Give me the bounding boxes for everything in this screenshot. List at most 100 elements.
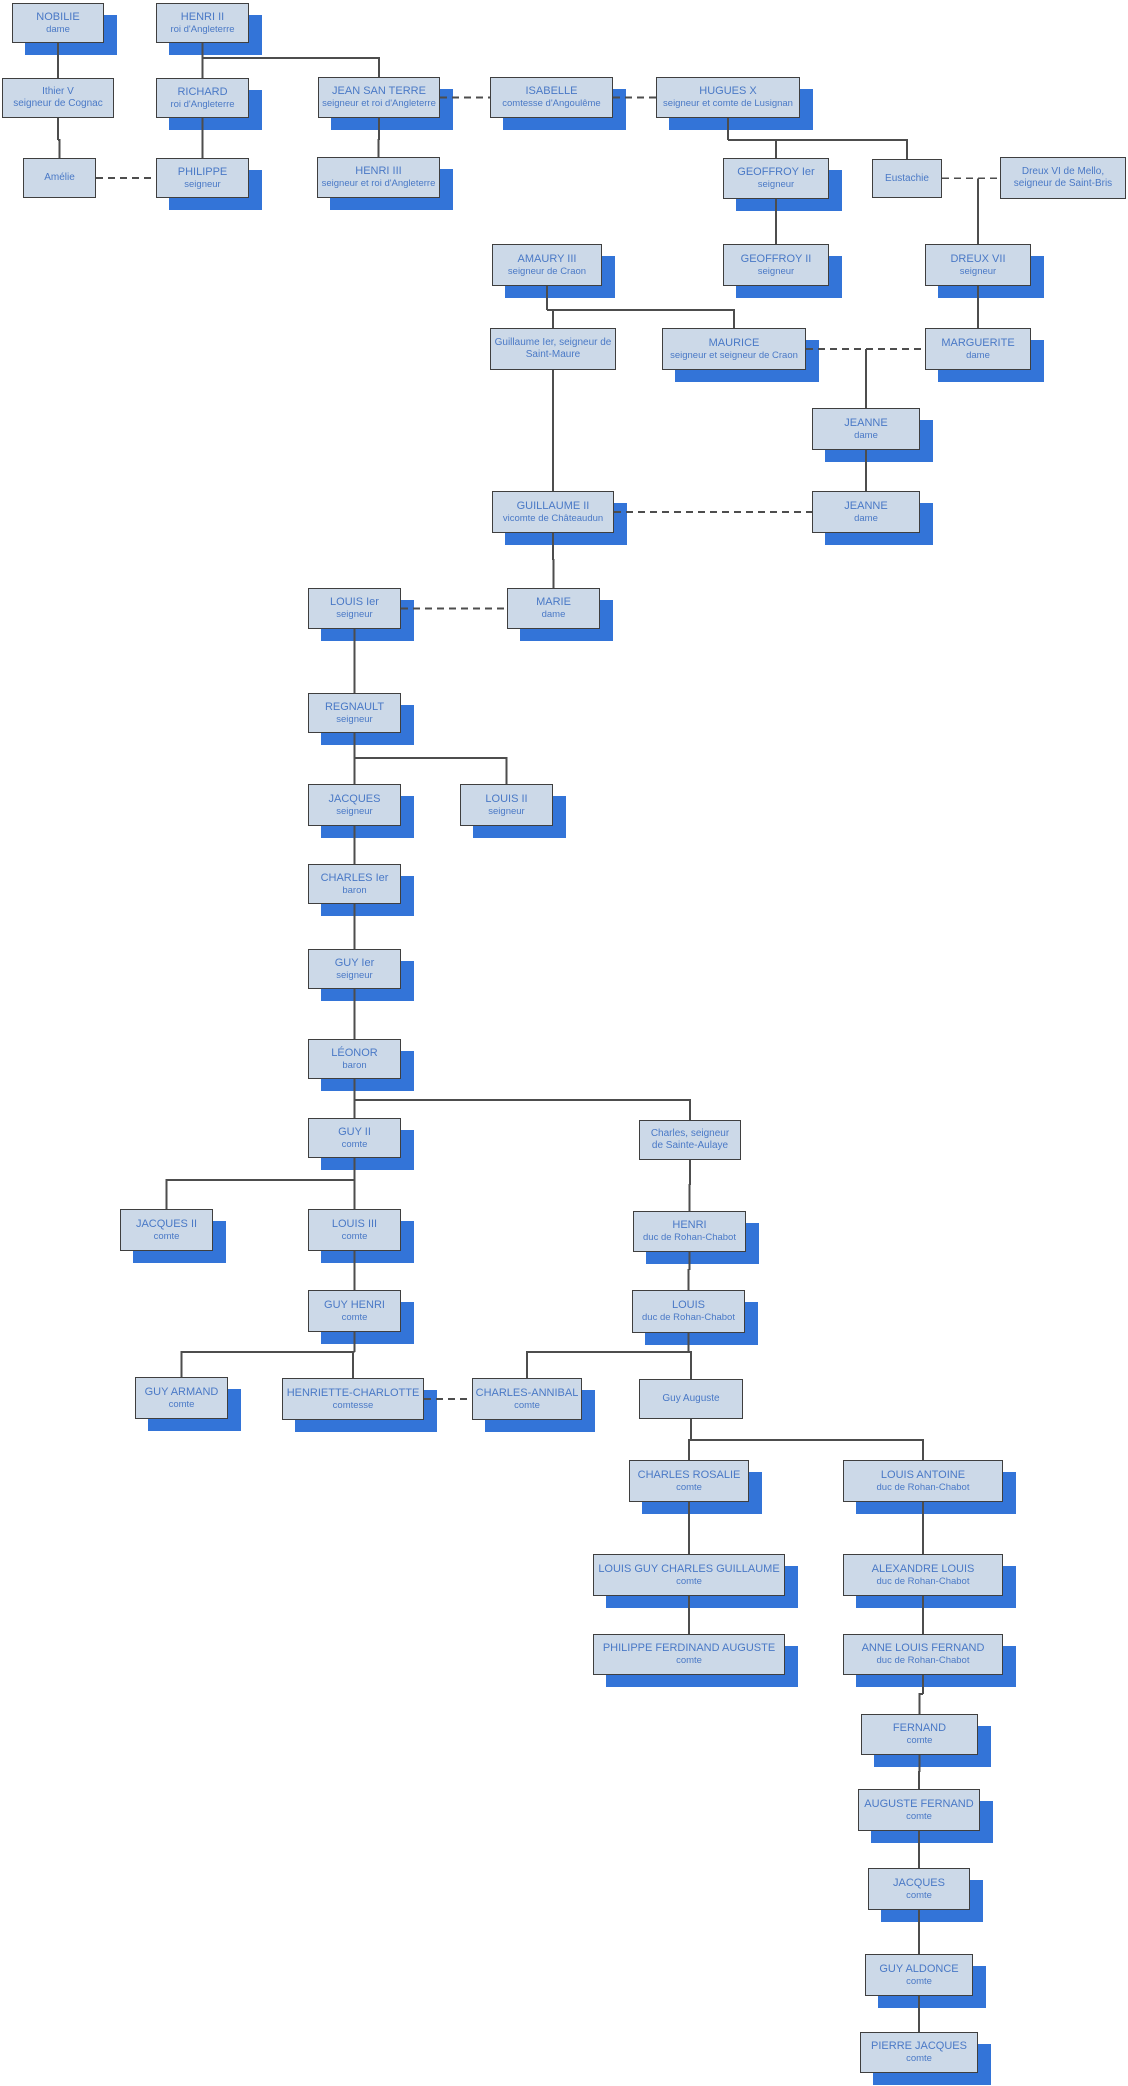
person-guillaume-ier[interactable]: Guillaume Ier, seigneur de Saint-Maure bbox=[490, 328, 616, 370]
person-henri-iii[interactable]: HENRI III seigneur et roi d'Angleterre bbox=[317, 157, 440, 198]
person-name: JACQUES II bbox=[135, 1217, 198, 1230]
person-title: comte bbox=[906, 1810, 932, 1822]
parent-child-connector bbox=[688, 1419, 924, 1460]
person-guillaume-ii[interactable]: GUILLAUME II vicomte de Châteaudun bbox=[492, 491, 614, 533]
person-anne-louis-fernand[interactable]: ANNE LOUIS FERNAND duc de Rohan-Chabot bbox=[843, 1634, 1003, 1675]
person-title: seigneur et roi d'Angleterre bbox=[322, 98, 436, 109]
person-isabelle[interactable]: ISABELLE comtesse d'Angoulême bbox=[490, 77, 613, 118]
person-henri-ii[interactable]: HENRI II roi d'Angleterre bbox=[156, 3, 249, 43]
person-amelie[interactable]: Amélie bbox=[23, 158, 96, 198]
person-jacques-ii[interactable]: JACQUES II comte bbox=[120, 1209, 213, 1251]
person-auguste-fernand[interactable]: AUGUSTE FERNAND comte bbox=[858, 1789, 980, 1831]
person-pierre-jacques[interactable]: PIERRE JACQUES comte bbox=[860, 2032, 978, 2073]
person-henriette-charlotte[interactable]: HENRIETTE-CHARLOTTE comtesse bbox=[282, 1378, 424, 1420]
person-louis-iii[interactable]: LOUIS III comte bbox=[308, 1209, 401, 1251]
person-fernand[interactable]: FERNAND comte bbox=[861, 1714, 978, 1755]
person-charles-sainte-aulaye[interactable]: Charles, seigneur de Sainte-Aulaye bbox=[639, 1120, 741, 1160]
person-title: seigneur bbox=[488, 805, 525, 817]
person-hugues-x[interactable]: HUGUES X seigneur et comte de Lusignan bbox=[656, 77, 800, 118]
person-nobilie[interactable]: NOBILIE dame bbox=[12, 3, 104, 43]
person-guy-ier[interactable]: GUY Ier seigneur bbox=[308, 949, 401, 989]
person-guy-aldonce[interactable]: GUY ALDONCE comte bbox=[865, 1954, 973, 1996]
person-louis-ier[interactable]: LOUIS Ier seigneur bbox=[308, 588, 401, 629]
person-name: LOUIS II bbox=[485, 792, 528, 805]
person-name: DREUX VII bbox=[950, 252, 1006, 265]
person-name: FERNAND bbox=[892, 1722, 947, 1734]
parent-child-connector bbox=[201, 43, 380, 78]
person-marguerite[interactable]: MARGUERITE dame bbox=[925, 328, 1031, 370]
person-philippe-ferdinand-auguste[interactable]: PHILIPPE FERDINAND AUGUSTE comte bbox=[593, 1634, 785, 1675]
person-henri-rc[interactable]: HENRI duc de Rohan-Chabot bbox=[633, 1211, 746, 1252]
person-name: Amélie bbox=[44, 172, 75, 183]
person-marie[interactable]: MARIE dame bbox=[507, 588, 600, 629]
person-guy-auguste[interactable]: Guy Auguste bbox=[639, 1379, 743, 1419]
person-title: dame bbox=[541, 609, 566, 620]
person-regnault[interactable]: REGNAULT seigneur bbox=[308, 693, 401, 733]
parent-child-connector bbox=[57, 118, 61, 158]
person-geoffroy-ii[interactable]: GEOFFROY II seigneur bbox=[723, 244, 829, 286]
person-title: comte bbox=[906, 1975, 932, 1987]
person-title: duc de Rohan-Chabot bbox=[643, 1232, 736, 1243]
person-title: duc de Rohan-Chabot bbox=[642, 1312, 735, 1323]
person-title: comte bbox=[341, 1311, 368, 1323]
parent-child-connector bbox=[353, 1079, 691, 1120]
person-title: comte bbox=[906, 1889, 932, 1901]
person-louis-guy-charles-guillaume[interactable]: LOUIS GUY CHARLES GUILLAUME comte bbox=[593, 1554, 785, 1596]
person-alexandre-louis[interactable]: ALEXANDRE LOUIS duc de Rohan-Chabot bbox=[843, 1554, 1003, 1596]
person-richard[interactable]: RICHARD roi d'Angleterre bbox=[156, 78, 249, 118]
person-name: GUY ARMAND bbox=[144, 1385, 219, 1398]
person-amaury-iii[interactable]: AMAURY III seigneur de Craon bbox=[492, 244, 602, 286]
person-charles-rosalie[interactable]: CHARLES ROSALIE comte bbox=[629, 1460, 749, 1502]
person-name: HENRIETTE-CHARLOTTE bbox=[286, 1386, 420, 1399]
person-dreux-vi[interactable]: Dreux VI de Mello, seigneur de Saint-Bri… bbox=[1000, 157, 1126, 199]
person-title: comte bbox=[341, 1138, 368, 1150]
person-name: Dreux VI de Mello, bbox=[1021, 166, 1105, 177]
person-name: JACQUES bbox=[328, 792, 381, 805]
person-louis-antoine[interactable]: LOUIS ANTOINE duc de Rohan-Chabot bbox=[843, 1460, 1003, 1502]
person-jeanne-1[interactable]: JEANNE dame bbox=[812, 408, 920, 450]
person-title: dame bbox=[854, 429, 878, 441]
person-geoffroy-ier[interactable]: GEOFFROY Ier seigneur bbox=[723, 158, 829, 199]
person-title: baron bbox=[342, 884, 367, 896]
person-title: comtesse bbox=[332, 1399, 374, 1411]
person-charles-ier[interactable]: CHARLES Ier baron bbox=[308, 864, 401, 904]
person-name: NOBILIE bbox=[36, 10, 80, 23]
person-leonor[interactable]: LÉONOR baron bbox=[308, 1039, 401, 1079]
person-philippe[interactable]: PHILIPPE seigneur bbox=[156, 158, 249, 198]
person-name: HENRI III bbox=[355, 165, 402, 177]
person-title: comte bbox=[906, 2053, 932, 2064]
person-jean-san-terre[interactable]: JEAN SAN TERRE seigneur et roi d'Anglete… bbox=[318, 77, 440, 118]
person-guy-ii[interactable]: GUY II comte bbox=[308, 1118, 401, 1158]
parent-child-connector bbox=[687, 1252, 691, 1290]
parent-child-connector bbox=[546, 286, 735, 328]
person-name: LOUIS GUY CHARLES GUILLAUME bbox=[598, 1562, 780, 1575]
parent-child-connector bbox=[552, 533, 555, 588]
person-title: roi d'Angleterre bbox=[170, 98, 235, 110]
person-name: HUGUES X bbox=[699, 85, 757, 97]
person-title: Saint-Maure bbox=[525, 349, 581, 360]
person-name: GUY ALDONCE bbox=[879, 1962, 959, 1975]
person-guy-henri[interactable]: GUY HENRI comte bbox=[308, 1290, 401, 1332]
person-name: RICHARD bbox=[177, 85, 228, 98]
person-jeanne-2[interactable]: JEANNE dame bbox=[812, 491, 920, 533]
parent-child-connector bbox=[526, 1333, 692, 1379]
parent-child-connector bbox=[165, 1158, 356, 1209]
person-eustachie[interactable]: Eustachie bbox=[872, 159, 942, 198]
person-guy-armand[interactable]: GUY ARMAND comte bbox=[135, 1377, 228, 1419]
person-charles-annibal[interactable]: CHARLES-ANNIBAL comte bbox=[472, 1378, 582, 1420]
person-jacques-comte[interactable]: JACQUES comte bbox=[868, 1868, 970, 1910]
person-louis-ii[interactable]: LOUIS II seigneur bbox=[460, 784, 553, 826]
parent-child-connector bbox=[918, 1675, 924, 1714]
person-maurice[interactable]: MAURICE seigneur et seigneur de Craon bbox=[662, 328, 806, 370]
person-title: seigneur bbox=[757, 179, 795, 190]
person-name: Eustachie bbox=[885, 172, 929, 184]
person-dreux-vii[interactable]: DREUX VII seigneur bbox=[925, 244, 1031, 286]
parent-child-connector bbox=[353, 733, 508, 784]
person-title: seigneur bbox=[336, 805, 373, 817]
person-title: seigneur de Craon bbox=[507, 265, 587, 277]
person-jacques[interactable]: JACQUES seigneur bbox=[308, 784, 401, 826]
person-ithier-v[interactable]: Ithier V seigneur de Cognac bbox=[2, 78, 114, 118]
person-louis-rc[interactable]: LOUIS duc de Rohan-Chabot bbox=[632, 1290, 745, 1333]
person-name: CHARLES-ANNIBAL bbox=[475, 1386, 579, 1399]
